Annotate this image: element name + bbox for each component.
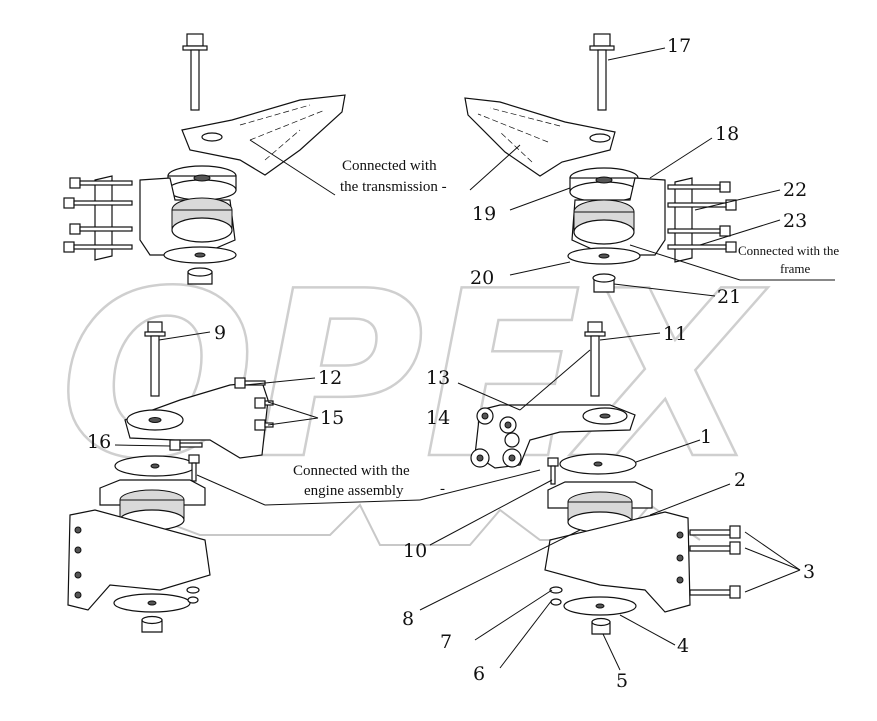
bolt-10 xyxy=(547,457,559,467)
bolt-shank-11 xyxy=(590,335,600,397)
callout-7: 7 xyxy=(440,631,452,653)
bottom-right-assembly xyxy=(470,321,741,635)
callout-10: 10 xyxy=(403,540,427,562)
leader-lines xyxy=(114,47,835,671)
bushings-14 xyxy=(470,407,522,468)
bottom-left-assembly xyxy=(67,321,274,633)
transmission-bracket-right xyxy=(464,97,616,177)
support-bracket-left xyxy=(67,509,211,611)
callout-22: 22 xyxy=(783,179,807,201)
bolt-shank-top-left xyxy=(190,49,200,111)
callout-11: 11 xyxy=(663,323,687,345)
top-left-assembly xyxy=(63,33,346,285)
callout-9: 9 xyxy=(214,322,226,344)
bolt-head-9 xyxy=(147,321,163,333)
support-bracket-2 xyxy=(544,511,691,613)
callout-12: 12 xyxy=(318,367,342,389)
note-engine-line2: engine assembly xyxy=(304,483,404,499)
washer-7 xyxy=(549,586,563,594)
bolt-shank-9 xyxy=(150,335,160,397)
stud-12 xyxy=(234,377,246,389)
callout-1: 1 xyxy=(700,426,712,448)
note-engine-dash: - xyxy=(440,481,445,497)
note-transmission-line1: Connected with xyxy=(342,158,437,174)
callout-18: 18 xyxy=(715,123,739,145)
bolt-head-17 xyxy=(593,33,611,47)
frame-bolts-right xyxy=(667,181,737,253)
callout-5: 5 xyxy=(616,670,628,692)
callout-16: 16 xyxy=(87,431,111,453)
note-frame-line1: Connected with the xyxy=(738,243,839,258)
callout-4: 4 xyxy=(677,635,689,657)
bolt-shank-17 xyxy=(597,49,607,111)
note-transmission-line2: the transmission - xyxy=(340,179,447,195)
callout-20: 20 xyxy=(470,267,494,289)
callout-3: 3 xyxy=(803,561,815,583)
callout-17: 17 xyxy=(667,35,691,57)
callout-23: 23 xyxy=(783,210,807,232)
bolt-head-top-left xyxy=(186,33,204,47)
bolt-16 xyxy=(169,439,181,451)
note-engine-line1: Connected with the xyxy=(293,463,410,479)
callout-13: 13 xyxy=(426,367,450,389)
frame-bolts-left xyxy=(63,177,133,253)
notes: Connected with the transmission - Connec… xyxy=(293,158,839,499)
callout-2: 2 xyxy=(734,469,746,491)
callout-21: 21 xyxy=(717,286,741,308)
bolts-3 xyxy=(689,525,741,599)
bolt-head-11 xyxy=(587,321,603,333)
note-frame-line2: frame xyxy=(780,261,811,276)
callout-numbers: 17 18 19 22 23 20 21 9 11 12 13 15 14 16… xyxy=(87,35,815,692)
callout-15: 15 xyxy=(320,407,344,429)
engine-bracket-left xyxy=(124,381,269,459)
callout-14: 14 xyxy=(426,407,450,429)
callout-6: 6 xyxy=(473,663,485,685)
frame-plate-right xyxy=(674,177,693,263)
top-right-assembly xyxy=(464,33,737,293)
transmission-bracket-left xyxy=(181,94,346,176)
callout-19: 19 xyxy=(472,203,496,225)
callout-8: 8 xyxy=(402,608,414,630)
nut-6 xyxy=(550,598,562,606)
frame-plate-left xyxy=(94,175,113,261)
